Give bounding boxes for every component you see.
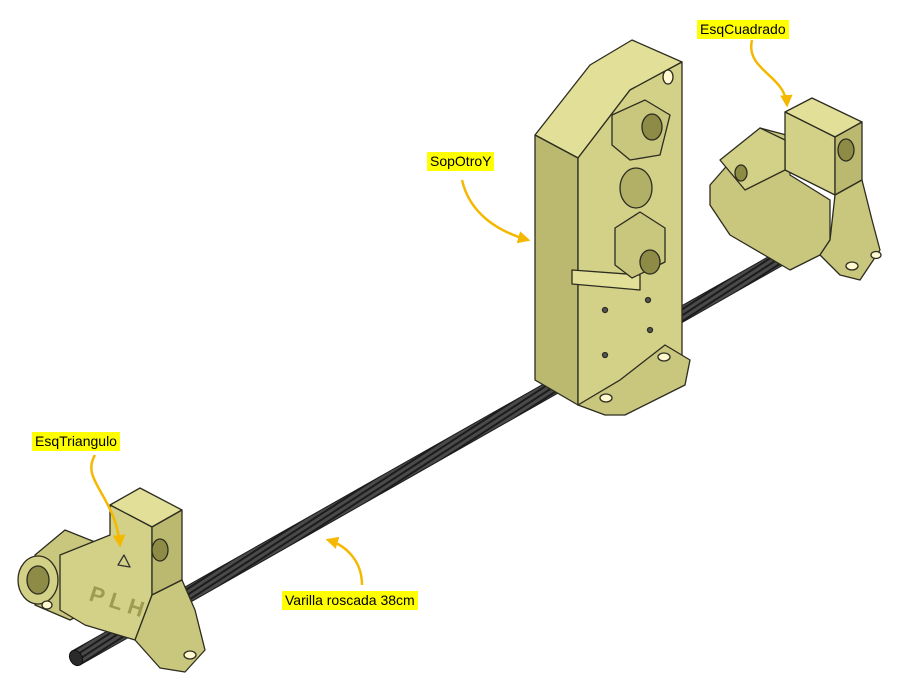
esq-cuadrado-part (709, 97, 882, 281)
label-sop-otro-y: SopOtroY (427, 152, 495, 171)
label-varilla-roscada: Varilla roscada 38cm (282, 591, 418, 610)
arrow-esq-cuadrado (749, 39, 793, 108)
arrow-esq-triangulo (90, 454, 126, 548)
esq-triangulo-part: PLH (17, 487, 206, 673)
arrow-varilla (325, 536, 364, 586)
sop-otro-y-part (534, 39, 691, 416)
label-esq-triangulo: EsqTriangulo (32, 432, 120, 451)
label-esq-cuadrado: EsqCuadrado (697, 20, 789, 39)
arrow-sop-otro-y (460, 179, 531, 244)
